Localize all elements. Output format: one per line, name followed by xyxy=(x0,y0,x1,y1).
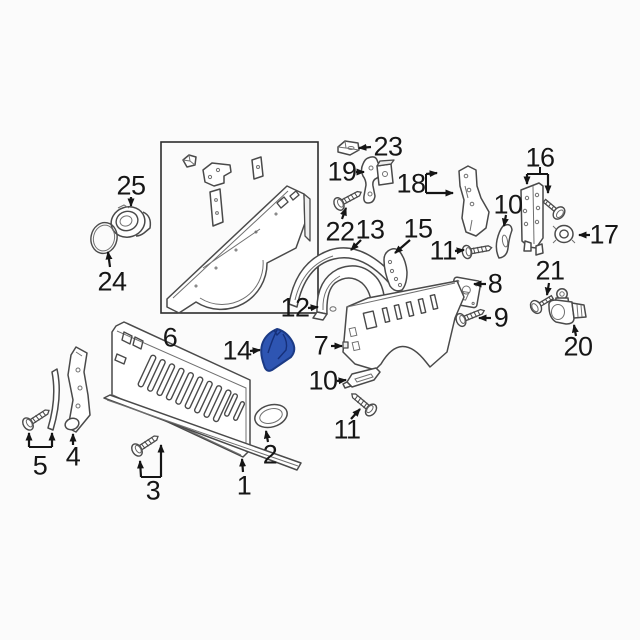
arrow-16-stem xyxy=(527,167,548,175)
callout-6: 6 xyxy=(162,322,178,353)
diagram-frame xyxy=(160,141,319,314)
callout-13: 13 xyxy=(355,214,385,245)
arrow-14 xyxy=(249,347,261,355)
arrow-11-lower xyxy=(350,408,361,420)
part-18-bracket-large xyxy=(458,165,490,237)
part-7-inner-panel xyxy=(342,280,465,371)
arrow-24 xyxy=(105,251,113,268)
arrow-3a xyxy=(136,460,144,478)
arrow-23 xyxy=(358,143,372,151)
part-22-screw xyxy=(331,185,365,213)
callout-5: 5 xyxy=(32,450,48,481)
part-16-bracket xyxy=(520,182,544,256)
callout-16: 16 xyxy=(525,142,555,173)
arrow-15 xyxy=(394,239,411,254)
callout-20: 20 xyxy=(563,331,593,362)
arrow-11-upper xyxy=(454,247,465,255)
part-23-clip xyxy=(337,140,360,156)
callout-18: 18 xyxy=(396,168,426,199)
part-24-fuel-door-ring xyxy=(90,221,118,255)
part-11-screw-upper xyxy=(460,240,494,260)
arrow-20 xyxy=(571,324,579,337)
callout-4: 4 xyxy=(65,441,81,472)
callout-10-lower: 10 xyxy=(308,365,338,396)
arrow-2 xyxy=(263,430,271,443)
part-10-gusset xyxy=(495,223,513,259)
arrow-1 xyxy=(239,458,247,473)
callout-arrows xyxy=(25,143,590,478)
part-5-screw-and-strip xyxy=(19,368,60,433)
part-3-sill-strip xyxy=(103,394,302,471)
callout-23: 23 xyxy=(373,131,403,162)
part-2-oval-bezel xyxy=(254,403,288,429)
part-10-support-bracket xyxy=(342,367,381,389)
callout-8: 8 xyxy=(487,268,503,299)
callout-21: 21 xyxy=(535,255,565,286)
callout-22: 22 xyxy=(325,216,355,247)
arrow-22 xyxy=(340,207,348,220)
callout-10-upper: 10 xyxy=(493,189,523,220)
callout-19: 19 xyxy=(327,156,357,187)
callout-12: 12 xyxy=(280,292,310,323)
part-6-side-panel xyxy=(166,154,311,314)
part-15-bracket xyxy=(383,248,408,292)
part-14-highlighted-bracket xyxy=(260,328,296,372)
arrow-21 xyxy=(544,282,552,296)
arrow-10-upper xyxy=(501,214,509,227)
part-17-nut xyxy=(552,224,576,244)
callout-11-upper: 11 xyxy=(429,235,457,266)
part-18-bracket-small xyxy=(376,159,395,186)
callout-14: 14 xyxy=(222,335,252,366)
part-16-bolt xyxy=(539,194,568,223)
part-14-shape xyxy=(260,328,296,372)
arrow-13 xyxy=(350,239,362,251)
callout-7: 7 xyxy=(313,330,329,361)
arrow-18a xyxy=(425,170,438,178)
arrow-12 xyxy=(307,304,319,312)
callout-2: 2 xyxy=(262,439,278,470)
callout-1: 1 xyxy=(236,470,252,501)
part-14-detail xyxy=(267,329,288,360)
part-4-bracket xyxy=(64,346,91,433)
callout-15: 15 xyxy=(403,213,433,244)
callout-3: 3 xyxy=(145,475,161,506)
callout-17: 17 xyxy=(589,219,619,250)
part-20-striker xyxy=(548,288,587,325)
part-25-fuel-housing xyxy=(110,204,152,238)
callout-9: 9 xyxy=(493,302,509,333)
callout-25: 25 xyxy=(116,170,146,201)
callout-24: 24 xyxy=(97,266,127,297)
callout-11-lower: 11 xyxy=(333,414,361,445)
arrow-10-lower xyxy=(336,377,347,385)
